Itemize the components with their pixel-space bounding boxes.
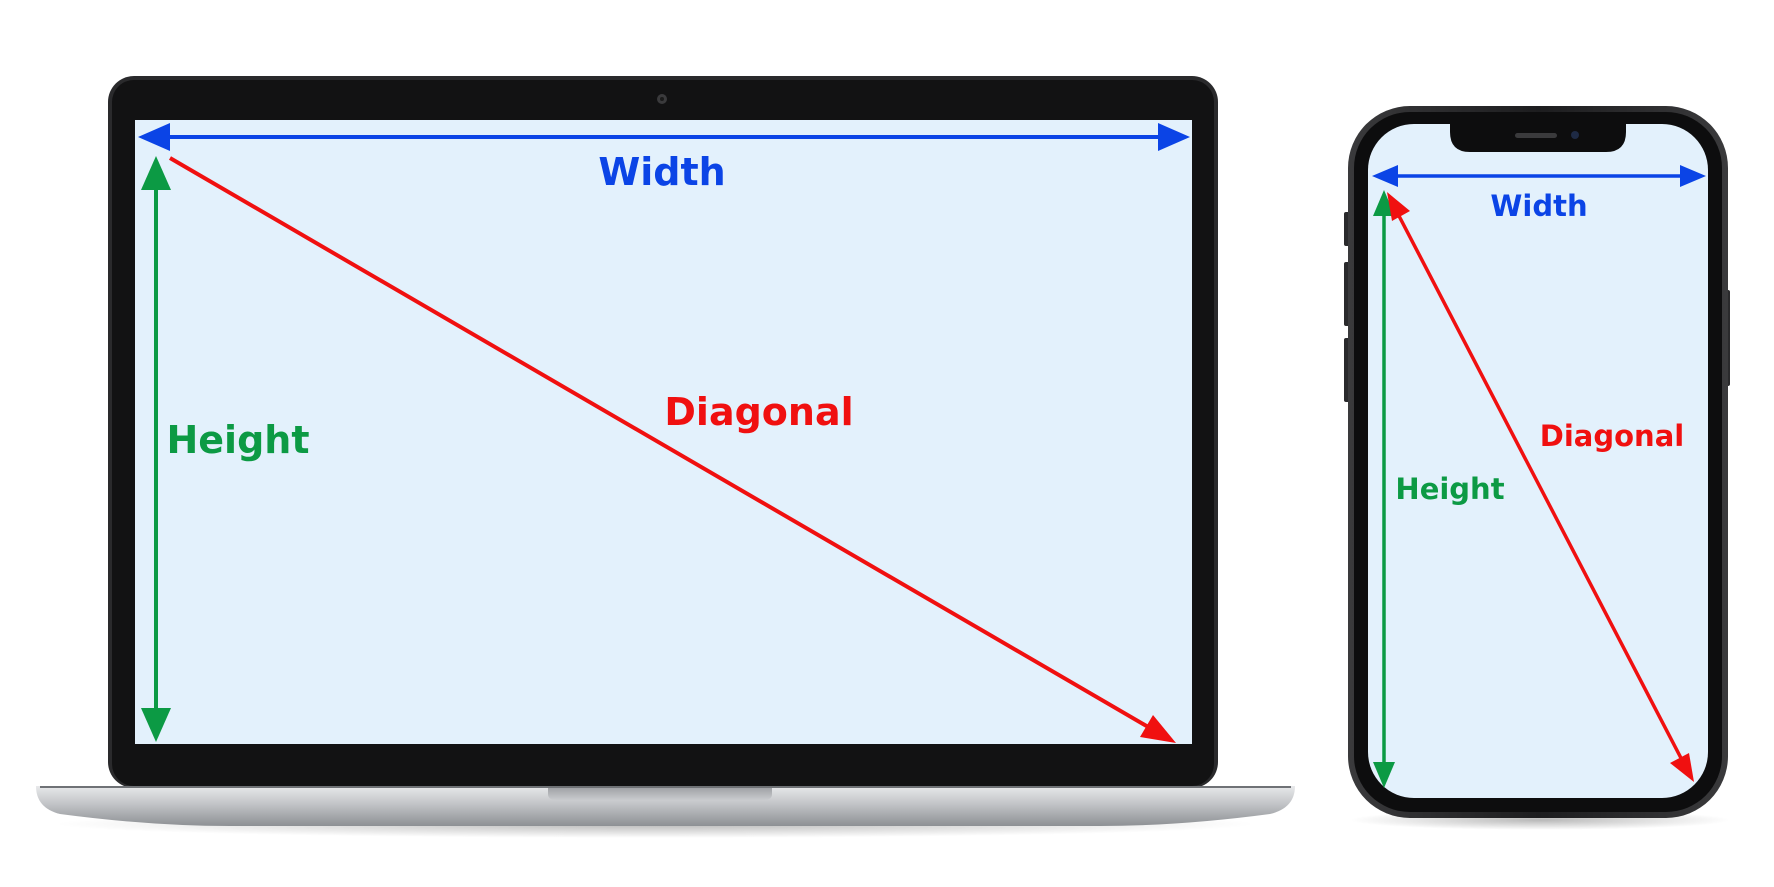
phone-height-arrow <box>1373 190 1395 788</box>
laptop-base <box>36 786 1295 826</box>
arrowhead-diagonal-start-icon <box>1387 192 1410 221</box>
phone-diagonal-arrow <box>1387 192 1694 782</box>
arrowhead-diagonal-icon <box>1140 715 1176 743</box>
arrowhead-left-icon <box>1372 165 1398 187</box>
arrowhead-down-icon <box>1373 762 1395 788</box>
laptop-opening-notch <box>548 786 772 800</box>
phone-speaker-icon <box>1515 133 1557 138</box>
phone-diagonal-label: Diagonal <box>1540 419 1684 453</box>
phone-width-arrow <box>1372 165 1706 187</box>
laptop: Width Height Diagonal <box>36 76 1295 838</box>
arrowhead-right-icon <box>1158 123 1190 151</box>
laptop-diagonal-arrow <box>168 156 1176 743</box>
arrowhead-up-icon <box>1373 190 1395 216</box>
arrowhead-up-icon <box>141 156 171 190</box>
arrowhead-right-icon <box>1680 165 1706 187</box>
phone: Width Height Diagonal <box>1344 106 1730 830</box>
laptop-height-label: Height <box>166 418 309 462</box>
laptop-screen <box>135 120 1192 744</box>
laptop-diagonal-label: Diagonal <box>664 390 853 434</box>
arrowhead-left-icon <box>138 123 170 151</box>
arrowhead-down-icon <box>141 708 171 742</box>
phone-width-label: Width <box>1490 189 1587 223</box>
laptop-width-label: Width <box>598 150 725 194</box>
phone-height-label: Height <box>1395 472 1504 506</box>
laptop-width-arrow <box>138 123 1190 151</box>
laptop-height-arrow <box>141 156 171 742</box>
phone-camera-icon <box>1571 131 1579 139</box>
arrowhead-diagonal-end-icon <box>1670 753 1694 782</box>
phone-screen <box>1368 124 1708 798</box>
